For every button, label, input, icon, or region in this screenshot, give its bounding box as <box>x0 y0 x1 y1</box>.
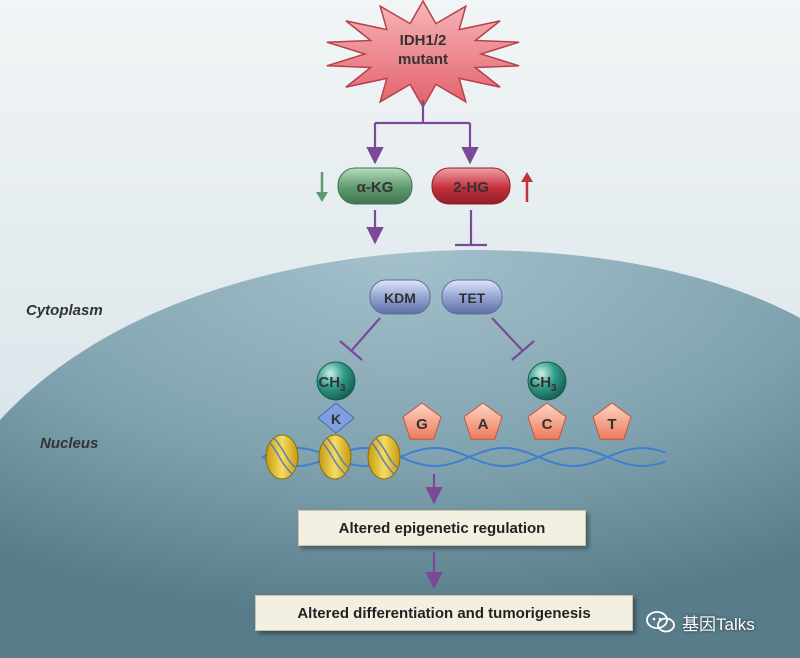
nucleosome <box>367 434 401 480</box>
base-label: A <box>478 416 489 433</box>
dna-methyl-label: CH3 <box>529 374 557 394</box>
histone-methyl-label: CH3 <box>318 374 346 394</box>
base-pentagon <box>592 402 632 440</box>
epigenetic-regulation-box: Altered epigenetic regulation <box>298 510 586 546</box>
idh-mutant-burst: IDH1/2 mutant <box>326 0 520 109</box>
nucleus-label: Nucleus <box>40 435 98 452</box>
lysine-residue: K <box>317 402 355 434</box>
dna-methyl-group: CH3 <box>527 361 567 401</box>
dna-base-g: G <box>402 402 442 440</box>
tet-demethylation-bar <box>491 317 535 361</box>
2hg-inhibition-bar <box>455 210 487 247</box>
dna-base-t: T <box>592 402 632 440</box>
branch-connector <box>366 100 479 165</box>
base-label: T <box>607 416 616 433</box>
lysine-label: K <box>331 411 341 427</box>
alpha-kg-label: α-KG <box>357 179 394 196</box>
base-pentagon <box>402 402 442 440</box>
idh-label-line1: IDH1/2 <box>400 32 447 49</box>
increase-arrow-icon <box>521 172 533 202</box>
watermark: 基因Talks <box>646 607 755 637</box>
alpha-kg-node: α-KG <box>337 167 413 205</box>
base-pentagon <box>463 402 503 440</box>
decrease-arrow-icon <box>316 172 328 202</box>
cytoplasm-label: Cytoplasm <box>26 302 103 319</box>
base-label: C <box>542 416 553 433</box>
dna-base-c: C <box>527 402 567 440</box>
base-label: G <box>416 416 428 433</box>
kdm-demethylation-bar <box>339 317 381 361</box>
nucleosome-group <box>265 434 401 480</box>
kdm-label: KDM <box>384 290 416 306</box>
nucleosome <box>318 434 352 480</box>
nucleosome <box>265 434 299 480</box>
2hg-node: 2-HG <box>431 167 511 205</box>
kdm-node: KDM <box>369 279 431 315</box>
2hg-label: 2-HG <box>453 179 489 196</box>
watermark-text: 基因Talks <box>682 614 755 634</box>
differentiation-box: Altered differentiation and tumorigenesi… <box>255 595 633 631</box>
tet-label: TET <box>459 290 486 306</box>
dna-base-a: A <box>463 402 503 440</box>
wechat-icon <box>646 611 675 633</box>
histone-methyl-group: CH3 <box>316 361 356 401</box>
base-pentagon <box>527 402 567 440</box>
tet-node: TET <box>441 279 503 315</box>
idh-label-line2: mutant <box>398 51 448 68</box>
